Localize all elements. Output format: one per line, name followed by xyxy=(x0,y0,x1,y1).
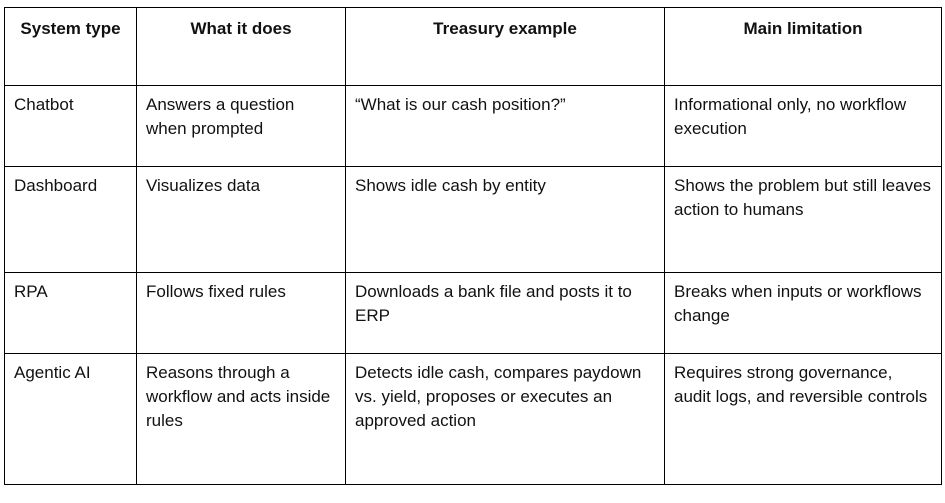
header-treasury-example: Treasury example xyxy=(345,7,665,86)
cell-main-limitation: Requires strong governance, audit logs, … xyxy=(664,353,942,485)
cell-what-it-does: Reasons through a workflow and acts insi… xyxy=(136,353,346,485)
table-row: RPA Follows fixed rules Downloads a bank… xyxy=(4,272,942,354)
cell-treasury-example: Detects idle cash, compares paydown vs. … xyxy=(345,353,665,485)
cell-main-limitation: Shows the problem but still leaves actio… xyxy=(664,166,942,273)
comparison-table: System type What it does Treasury exampl… xyxy=(4,7,942,485)
table-header-row: System type What it does Treasury exampl… xyxy=(4,7,942,86)
cell-system-type: RPA xyxy=(4,272,137,354)
cell-what-it-does: Follows fixed rules xyxy=(136,272,346,354)
cell-treasury-example: Shows idle cash by entity xyxy=(345,166,665,273)
header-main-limitation: Main limitation xyxy=(664,7,942,86)
header-system-type: System type xyxy=(4,7,137,86)
cell-treasury-example: “What is our cash position?” xyxy=(345,85,665,167)
cell-treasury-example: Downloads a bank file and posts it to ER… xyxy=(345,272,665,354)
cell-what-it-does: Visualizes data xyxy=(136,166,346,273)
cell-system-type: Chatbot xyxy=(4,85,137,167)
cell-what-it-does: Answers a question when prompted xyxy=(136,85,346,167)
cell-main-limitation: Informational only, no workflow executio… xyxy=(664,85,942,167)
table-row: Agentic AI Reasons through a workflow an… xyxy=(4,353,942,485)
cell-system-type: Agentic AI xyxy=(4,353,137,485)
cell-system-type: Dashboard xyxy=(4,166,137,273)
table-row: Chatbot Answers a question when prompted… xyxy=(4,85,942,167)
cell-main-limitation: Breaks when inputs or workflows change xyxy=(664,272,942,354)
header-what-it-does: What it does xyxy=(136,7,346,86)
table-row: Dashboard Visualizes data Shows idle cas… xyxy=(4,166,942,273)
